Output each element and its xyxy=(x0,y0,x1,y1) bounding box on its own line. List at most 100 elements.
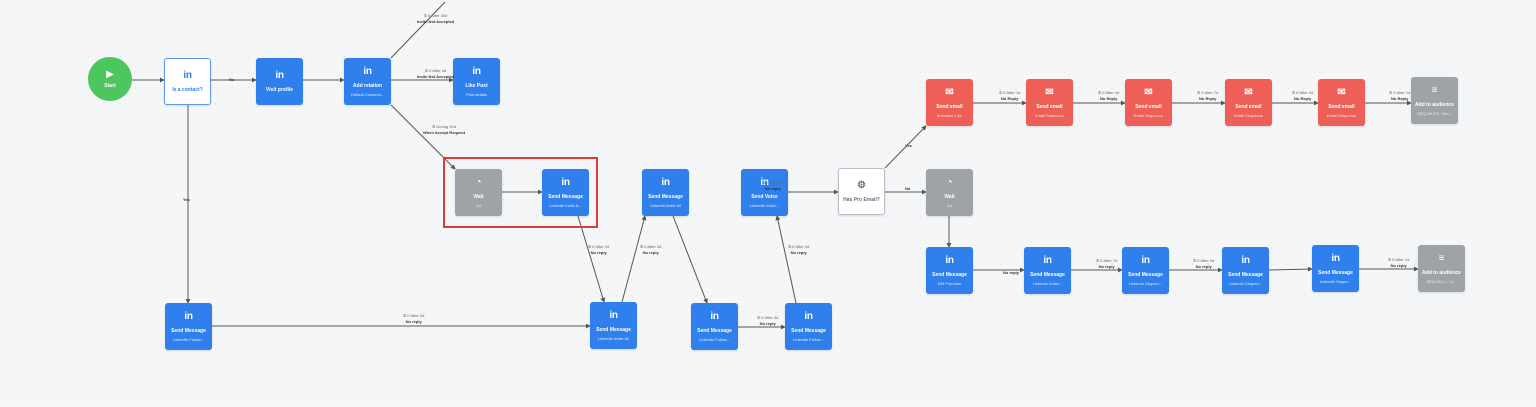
start-node[interactable]: ▶ Start xyxy=(88,57,132,101)
linkedin-icon: in xyxy=(363,65,372,77)
edge-condition-time: ⏲ If After 4d xyxy=(424,68,447,73)
edge-condition-text: No reply xyxy=(1390,263,1407,268)
linkedin-icon: in xyxy=(1241,254,1250,266)
linkedin-icon: in xyxy=(183,69,192,81)
edge-condition-text: No reply xyxy=(759,321,776,326)
mail-icon: ✉ xyxy=(1244,86,1253,98)
linkedin-icon: in xyxy=(472,65,481,77)
edge-condition-text: No reply xyxy=(405,319,422,324)
mail-icon: ✉ xyxy=(945,86,954,98)
node-title: Add to audience xyxy=(1422,269,1461,276)
node-title: Send Message xyxy=(648,193,683,200)
node-subtitle: Post details xyxy=(466,91,487,97)
edge-condition-text: No xyxy=(229,77,235,82)
node-subtitle: Linkedin Invite #2 xyxy=(597,335,630,341)
linkedin-icon: in xyxy=(760,176,769,188)
node-title: Add relation xyxy=(352,82,383,89)
node-title: Send Voice xyxy=(751,193,778,200)
linkedin-icon: in xyxy=(609,309,618,321)
node-title: Send Message xyxy=(932,271,967,278)
node-title: Send Message xyxy=(1128,271,1163,278)
node-subtitle: Linkedin Follow... xyxy=(699,336,730,342)
edge-condition-time: ⏲ If After 7d xyxy=(1197,90,1219,95)
linkedin-icon: in xyxy=(945,254,954,266)
edge-condition-text: No reply xyxy=(590,250,607,255)
node-subtitle: Linkedin Seque... xyxy=(1320,278,1351,284)
connector-line xyxy=(1268,266,1313,272)
node-subtitle: LinkedIn Sequen... xyxy=(1228,280,1263,286)
workflow-node-n13[interactable]: ⚙Has Pro Email? xyxy=(838,168,885,215)
edge-condition-time: ⏲ If After 2d xyxy=(588,244,610,249)
linkedin-icon: in xyxy=(1141,254,1150,266)
edge-condition-text: No reply xyxy=(1003,270,1020,275)
edge-condition-text: No xyxy=(905,186,911,191)
node-subtitle: LinkedIn Follow... xyxy=(173,336,204,342)
node-title: Send Message xyxy=(697,327,732,334)
edge-label-l1: No xyxy=(229,77,234,83)
node-subtitle: LinkedIn Sequen... xyxy=(1128,280,1163,286)
node-subtitle: Email Sequence xyxy=(1133,112,1164,118)
clock-icon: ◔ xyxy=(475,176,482,188)
edge-condition-time: ⏲ During 30d xyxy=(432,124,456,129)
node-title: Has Pro Email? xyxy=(843,196,880,203)
edge-condition-text: Yes xyxy=(905,143,912,148)
node-title: Send Message xyxy=(1318,269,1353,276)
play-icon: ▶ xyxy=(106,68,114,80)
edge-label-l12: Yes xyxy=(905,143,912,149)
node-title: Send email xyxy=(936,103,963,110)
linkedin-icon: in xyxy=(275,69,284,81)
edge-condition-time: ⏲ If After 1d xyxy=(1389,90,1411,95)
edge-condition-text: Yes xyxy=(183,197,190,202)
node-title: Wait xyxy=(473,193,484,200)
node-subtitle: Linkedin Follow... xyxy=(793,336,824,342)
connector-line xyxy=(390,1,446,59)
node-title: Send email xyxy=(1235,103,1262,110)
node-subtitle: Default Connecti... xyxy=(351,91,384,97)
node-title: Like Post xyxy=(465,82,488,89)
node-subtitle: Email Sequence xyxy=(1034,112,1065,118)
mail-icon: ✉ xyxy=(1045,86,1054,98)
clock-icon: ◔ xyxy=(946,176,953,188)
node-title: Send Message xyxy=(1228,271,1263,278)
edge-condition-text: No Reply xyxy=(1001,96,1019,101)
edge-condition-time: ⏲ If After 4d xyxy=(1098,90,1120,95)
edge-condition-text: No reply xyxy=(1195,264,1212,269)
mail-icon: ✉ xyxy=(1337,86,1346,98)
edge-condition-text: Invite Not Accepted xyxy=(417,74,455,79)
